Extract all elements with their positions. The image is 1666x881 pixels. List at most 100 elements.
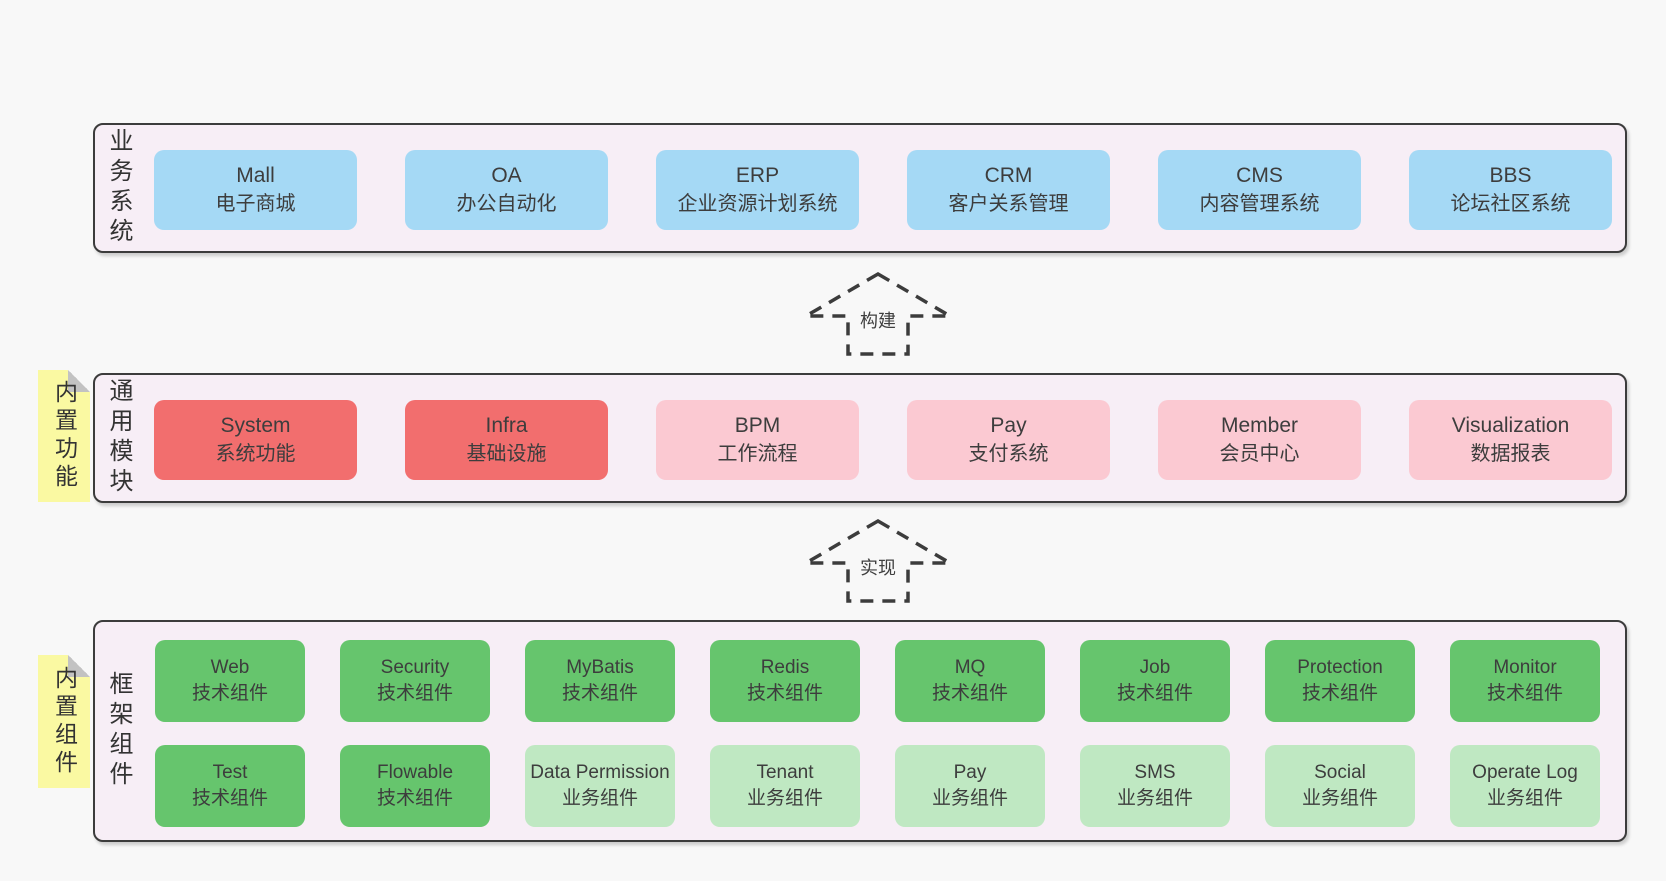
panel-business-systems: 业务系统 Mall 电子商城 OA 办公自动化 ERP 企业资源计划系统 CRM… — [93, 123, 1627, 253]
box-title: System — [220, 414, 291, 437]
box-subtitle: 支付系统 — [968, 443, 1049, 465]
up-arrow-icon — [799, 518, 957, 603]
panel-label-framework-components: 框架组件 — [105, 671, 132, 791]
note-text: 内置功能 — [51, 380, 78, 492]
sticky-note-built-in-features: 内置功能 — [38, 370, 90, 502]
box-mq: MQ 技术组件 — [895, 640, 1045, 722]
box-title: Visualization — [1451, 414, 1570, 437]
box-subtitle: 业务组件 — [1486, 788, 1563, 809]
box-subtitle: 业务组件 — [561, 788, 638, 809]
components-row-1: Web 技术组件 Security 技术组件 MyBatis 技术组件 Redi… — [155, 640, 1600, 722]
up-arrow-icon — [799, 271, 957, 356]
box-visualization: Visualization 数据报表 — [1409, 400, 1612, 480]
box-title: OA — [491, 164, 522, 187]
box-title: Redis — [760, 657, 810, 678]
box-subtitle: 技术组件 — [746, 683, 823, 704]
box-title: MyBatis — [566, 657, 634, 678]
box-subtitle: 内容管理系统 — [1199, 193, 1320, 215]
note-fold-corner — [68, 655, 90, 677]
panel-framework-components: 框架组件 Web 技术组件 Security 技术组件 MyBatis 技术组件… — [93, 620, 1627, 842]
box-title: Job — [1139, 657, 1171, 678]
box-social: Social 业务组件 — [1265, 745, 1415, 827]
box-subtitle: 技术组件 — [376, 683, 453, 704]
implement-arrow-label: 实现 — [856, 553, 900, 581]
box-title: Social — [1314, 762, 1366, 783]
box-sms: SMS 业务组件 — [1080, 745, 1230, 827]
box-bbs: BBS 论坛社区系统 — [1409, 150, 1612, 230]
box-title: Data Permission — [530, 762, 670, 783]
build-arrow: 构建 — [798, 266, 958, 358]
box-subtitle: 系统功能 — [215, 443, 296, 465]
box-subtitle: 技术组件 — [931, 683, 1008, 704]
box-erp: ERP 企业资源计划系统 — [656, 150, 859, 230]
box-title: BBS — [1489, 164, 1532, 187]
box-subtitle: 业务组件 — [746, 788, 823, 809]
box-mybatis: MyBatis 技术组件 — [525, 640, 675, 722]
box-subtitle: 客户关系管理 — [948, 193, 1069, 215]
box-title: ERP — [735, 164, 780, 187]
modules-box-row: System 系统功能 Infra 基础设施 BPM 工作流程 Pay 支付系统… — [154, 400, 1612, 480]
box-title: BPM — [734, 414, 781, 437]
box-web: Web 技术组件 — [155, 640, 305, 722]
box-title: Tenant — [756, 762, 814, 783]
box-pay-biz: Pay 业务组件 — [895, 745, 1045, 827]
box-title: Web — [210, 657, 250, 678]
build-arrow-label: 构建 — [856, 306, 900, 334]
box-subtitle: 工作流程 — [717, 443, 798, 465]
business-box-row: Mall 电子商城 OA 办公自动化 ERP 企业资源计划系统 CRM 客户关系… — [154, 150, 1612, 230]
box-system: System 系统功能 — [154, 400, 357, 480]
components-row-2: Test 技术组件 Flowable 技术组件 Data Permission … — [155, 745, 1600, 827]
box-title: Member — [1220, 414, 1299, 437]
box-title: Operate Log — [1472, 762, 1578, 783]
box-title: Flowable — [376, 762, 454, 783]
box-tenant: Tenant 业务组件 — [710, 745, 860, 827]
box-infra: Infra 基础设施 — [405, 400, 608, 480]
box-subtitle: 业务组件 — [931, 788, 1008, 809]
box-subtitle: 技术组件 — [561, 683, 638, 704]
box-title: Monitor — [1493, 657, 1557, 678]
box-title: Protection — [1297, 657, 1383, 678]
box-subtitle: 业务组件 — [1116, 788, 1193, 809]
box-bpm: BPM 工作流程 — [656, 400, 859, 480]
box-flowable: Flowable 技术组件 — [340, 745, 490, 827]
box-security: Security 技术组件 — [340, 640, 490, 722]
box-title: CRM — [984, 164, 1033, 187]
box-operate-log: Operate Log 业务组件 — [1450, 745, 1600, 827]
box-subtitle: 技术组件 — [191, 683, 268, 704]
box-subtitle: 电子商城 — [215, 193, 296, 215]
box-subtitle: 技术组件 — [1301, 683, 1378, 704]
box-subtitle: 办公自动化 — [456, 193, 557, 215]
box-subtitle: 技术组件 — [191, 788, 268, 809]
box-title: MQ — [954, 657, 986, 678]
panel-common-modules: 通用模块 System 系统功能 Infra 基础设施 BPM 工作流程 Pay… — [93, 373, 1627, 503]
panel-label-common-modules: 通用模块 — [105, 378, 132, 498]
box-data-permission: Data Permission 业务组件 — [525, 745, 675, 827]
sticky-note-built-in-components: 内置组件 — [38, 655, 90, 788]
box-oa: OA 办公自动化 — [405, 150, 608, 230]
box-title: CMS — [1236, 164, 1283, 187]
box-protection: Protection 技术组件 — [1265, 640, 1415, 722]
note-text: 内置组件 — [51, 665, 78, 778]
box-monitor: Monitor 技术组件 — [1450, 640, 1600, 722]
box-subtitle: 基础设施 — [466, 443, 547, 465]
box-crm: CRM 客户关系管理 — [907, 150, 1110, 230]
box-test: Test 技术组件 — [155, 745, 305, 827]
box-title: Security — [380, 657, 450, 678]
box-subtitle: 企业资源计划系统 — [677, 193, 838, 215]
box-title: Test — [212, 762, 248, 783]
box-title: Pay — [953, 762, 987, 783]
box-subtitle: 论坛社区系统 — [1450, 193, 1571, 215]
box-job: Job 技术组件 — [1080, 640, 1230, 722]
box-pay: Pay 支付系统 — [907, 400, 1110, 480]
box-cms: CMS 内容管理系统 — [1158, 150, 1361, 230]
box-subtitle: 数据报表 — [1470, 443, 1551, 465]
note-fold-corner — [68, 370, 90, 392]
box-subtitle: 业务组件 — [1301, 788, 1378, 809]
box-title: Pay — [990, 414, 1027, 437]
box-title: Infra — [485, 414, 528, 437]
implement-arrow: 实现 — [798, 513, 958, 605]
box-subtitle: 会员中心 — [1219, 443, 1300, 465]
box-title: SMS — [1134, 762, 1176, 783]
box-title: Mall — [236, 164, 275, 187]
